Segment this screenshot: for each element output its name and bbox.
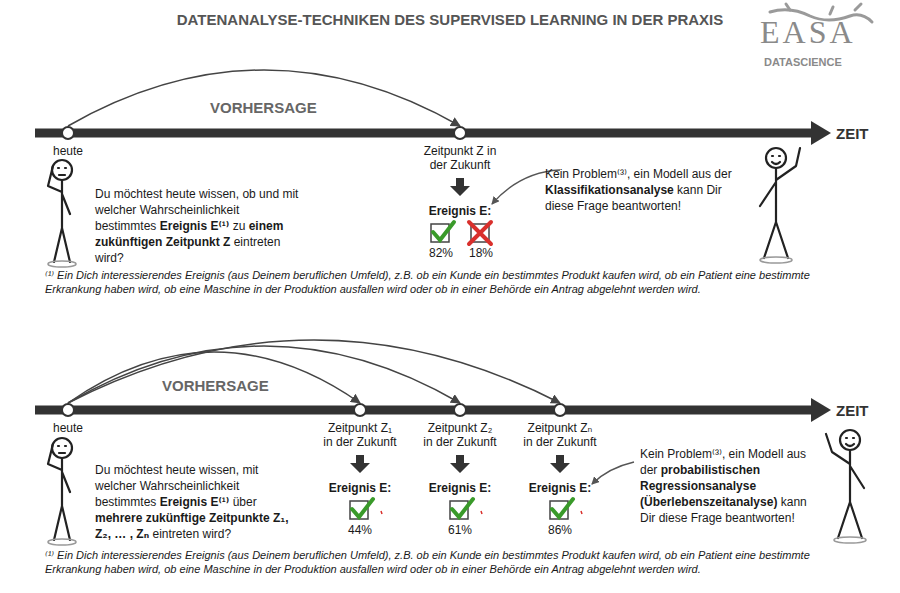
face [58, 446, 66, 453]
speech-text: Kein Problem⁽³⁾, ein Modell aus der prob… [640, 446, 818, 526]
label: 61% [448, 523, 472, 537]
label: ZEIT [836, 125, 869, 142]
cross-mark [469, 222, 491, 244]
shadow [48, 261, 76, 267]
label: 82% [429, 246, 453, 260]
waving-person [760, 148, 800, 258]
check-mark [352, 499, 373, 517]
label: Ereignis E: [529, 481, 592, 495]
leader-arrow [592, 462, 634, 484]
footnote: ⁽¹⁾ Ein Dich interessierendes Ereignis (… [45, 268, 860, 296]
point-label: Zeitpunkt Zₙ in der Zukunft [522, 421, 598, 449]
timeline-head [811, 398, 831, 422]
head [766, 148, 786, 168]
check-mark [552, 499, 573, 517]
text-phrase: über [233, 495, 257, 509]
text-phrase: eintreten wird? [152, 527, 231, 541]
point-label: Zeitpunkt Z₂ in der Zukunft [422, 421, 498, 449]
thinking-person [48, 160, 72, 262]
label: Ereignis E: [429, 481, 492, 495]
timeline-bar [35, 406, 815, 415]
timeline-point: Zeitpunkt Z₁ in der Zukunft [353, 403, 367, 417]
shadow [760, 257, 792, 263]
prediction-arc [68, 340, 560, 403]
bold-phrase: Ereignis E⁽¹⁾ [160, 495, 230, 509]
edge-label: VORHERSAGE [160, 377, 271, 394]
timeline-point: Zeitpunkt Zₙ in der Zukunft [553, 403, 567, 417]
timeline-point: Zeitpunkt Z₂ in der Zukunft [453, 403, 467, 417]
body [826, 434, 864, 538]
shadow [834, 537, 866, 543]
body [48, 166, 70, 262]
timeline-bar [35, 129, 815, 138]
point-label: heute [30, 144, 106, 158]
bold-phrase: Klassifikationsanalyse [545, 183, 674, 197]
prediction-arc [68, 346, 460, 403]
logo-text: EASA [760, 14, 856, 51]
head [840, 430, 860, 450]
outcome-icons [350, 222, 582, 519]
red-tick [381, 511, 582, 514]
label: ZEIT [836, 402, 869, 419]
head [52, 438, 72, 458]
text-phrase: zu [233, 219, 246, 233]
timeline-point: heute [61, 403, 75, 417]
timeline-point: heute [61, 126, 75, 140]
question-text: Du möchtest heute wissen, mit welcher Wa… [95, 462, 300, 542]
face [772, 156, 780, 164]
down-arrow [550, 455, 570, 473]
down-arrow [450, 455, 470, 473]
shadow [48, 539, 76, 545]
stick-figures [48, 148, 866, 545]
check-mark [433, 222, 454, 240]
label: 18% [469, 246, 493, 260]
prediction-arc [68, 352, 360, 403]
face [846, 438, 854, 446]
bold-phrase: probabilistischen Regressionsanalyse (Üb… [640, 463, 777, 509]
label: Ereignis E: [429, 204, 492, 218]
point-label: Zeitpunkt Z in der Zukunft [422, 144, 498, 172]
speech-text: Kein Problem⁽³⁾, ein Modell aus der Klas… [545, 166, 745, 214]
logo-gecko-legs [786, 4, 861, 14]
footnote: ⁽¹⁾ Ein Dich interessierendes Ereignis (… [45, 548, 860, 576]
body [760, 148, 800, 258]
face [58, 168, 66, 175]
label: 44% [348, 523, 372, 537]
thinking-person [48, 438, 72, 540]
timeline-point: Zeitpunkt Z in der Zukunft [453, 126, 467, 140]
point-label: heute [30, 421, 106, 435]
prediction-arc [68, 70, 460, 126]
point-label: Zeitpunkt Z₁ in der Zukunft [322, 421, 398, 449]
check-mark [452, 499, 473, 517]
text-phrase: Kein Problem⁽³⁾, ein Modell aus der [545, 167, 732, 181]
bold-phrase: Ereignis E⁽¹⁾ [160, 219, 230, 233]
down-arrow [350, 455, 370, 473]
question-text: Du möchtest heute wissen, ob und mit wel… [95, 186, 300, 266]
waving-person [826, 430, 864, 538]
timeline-head [811, 121, 831, 145]
head [52, 160, 72, 180]
down-arrow [450, 178, 470, 196]
label: DATASCIENCE [764, 56, 842, 68]
label: Ereignis E: [329, 481, 392, 495]
label: 86% [548, 523, 572, 537]
body [48, 444, 70, 540]
edge-label: VORHERSAGE [208, 99, 319, 116]
